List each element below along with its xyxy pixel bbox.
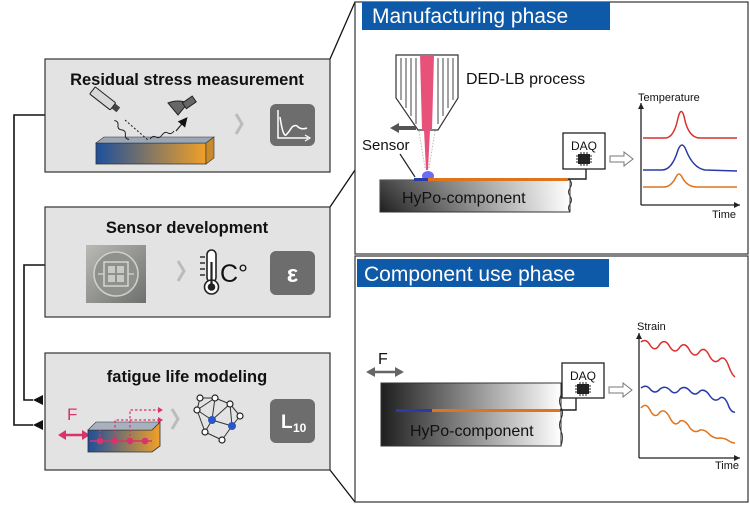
chevron-right-icon bbox=[170, 408, 180, 430]
manufacturing-phase-panel: Manufacturing phase DED-LB process Senso… bbox=[354, 1, 749, 255]
use-force-label: F bbox=[378, 351, 388, 368]
hollow-arrow bbox=[608, 381, 633, 399]
series-red bbox=[643, 110, 737, 139]
use-phase-header-bg bbox=[357, 259, 609, 287]
strain-icon: ε bbox=[270, 251, 315, 295]
hollow-arrow bbox=[609, 150, 634, 168]
sensor-label: Sensor bbox=[362, 137, 410, 154]
daq-box-use: DAQ bbox=[561, 362, 605, 399]
use-component bbox=[380, 382, 563, 447]
residual-stress-title: Residual stress measurement bbox=[70, 71, 304, 89]
daq-chip-icon bbox=[576, 152, 592, 166]
process-label: DED-LB process bbox=[466, 71, 585, 88]
life-l10-icon: L 10 bbox=[270, 399, 315, 443]
sensor-development-title: Sensor development bbox=[106, 219, 269, 237]
use-time-axis-label: Time bbox=[715, 460, 739, 472]
temperature-chart: Temperature Time bbox=[638, 92, 740, 221]
manufacturing-header: Manufacturing phase bbox=[372, 5, 568, 28]
temperature-axis-label: Temperature bbox=[638, 92, 700, 104]
series-blue bbox=[643, 144, 738, 172]
celsius-symbol: C° bbox=[220, 260, 248, 288]
specimen-bar bbox=[95, 142, 207, 165]
use-phase-panel: Component use phase F HyPo-component DAQ bbox=[354, 255, 749, 503]
manufacturing-header-bg bbox=[362, 2, 610, 30]
svg-text:ε: ε bbox=[287, 261, 298, 288]
residual-stress-panel: Residual stress measurement bbox=[44, 58, 331, 173]
strain-axis-label: Strain bbox=[637, 321, 666, 333]
strain-series-red bbox=[640, 339, 736, 378]
fatigue-force-label: F bbox=[67, 405, 77, 424]
thermometer-icon bbox=[200, 249, 220, 295]
strain-series-blue bbox=[640, 385, 736, 413]
manufacturing-component bbox=[379, 178, 572, 213]
neural-network-icon bbox=[193, 394, 244, 444]
time-axis-label: Time bbox=[712, 209, 736, 221]
sensor-development-panel: Sensor development C° bbox=[44, 206, 331, 318]
manufacturing-component-label: HyPo-component bbox=[402, 190, 526, 207]
use-force-double-arrow bbox=[366, 367, 404, 377]
sensor-chip-image bbox=[86, 245, 146, 303]
panel-link-lines bbox=[329, 1, 356, 503]
use-phase-header: Component use phase bbox=[364, 263, 575, 286]
strain-chart: Strain Time bbox=[636, 321, 740, 472]
series-orange bbox=[643, 173, 737, 188]
chevron-right-icon bbox=[234, 113, 244, 135]
strain-series-orange bbox=[640, 404, 736, 444]
svg-text:10: 10 bbox=[293, 421, 307, 435]
chevron-right-icon bbox=[176, 260, 186, 282]
force-double-arrow bbox=[58, 430, 90, 440]
svg-text:DAQ: DAQ bbox=[570, 369, 596, 383]
flow-connectors bbox=[13, 114, 45, 430]
nozzle-direction-arrow bbox=[390, 123, 416, 133]
fatigue-life-panel: fatigue life modeling F bbox=[44, 352, 331, 471]
fatigue-life-title: fatigue life modeling bbox=[107, 368, 267, 386]
svg-text:L: L bbox=[281, 412, 293, 433]
use-component-label: HyPo-component bbox=[410, 423, 534, 440]
daq-chip-icon bbox=[575, 382, 591, 396]
svg-text:DAQ: DAQ bbox=[571, 139, 597, 153]
probe-icon bbox=[89, 86, 121, 113]
signal-plot-icon bbox=[270, 104, 315, 146]
detector-icon bbox=[167, 95, 197, 116]
daq-box-manufacturing: DAQ bbox=[562, 132, 606, 170]
laser-nozzle-icon bbox=[395, 54, 459, 170]
